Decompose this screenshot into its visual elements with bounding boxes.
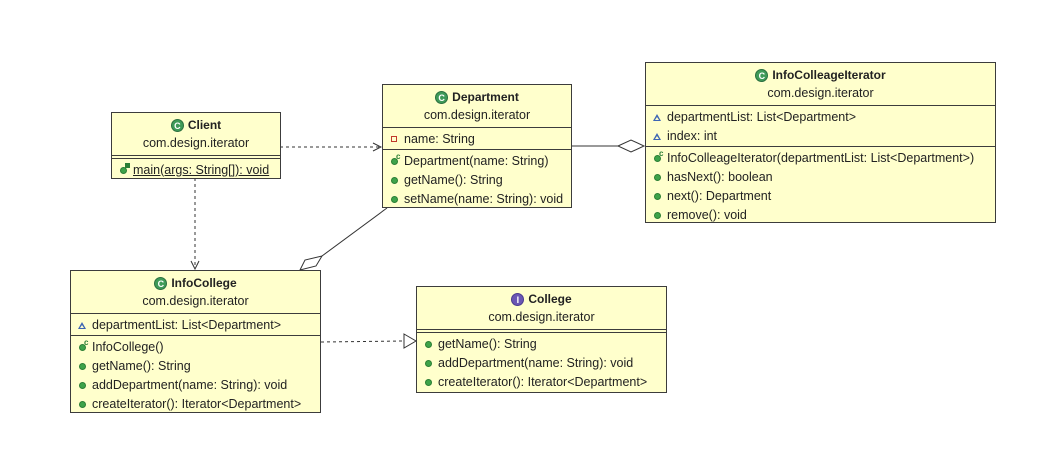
public-method-icon (423, 338, 435, 350)
field-row[interactable]: departmentList: List<Department> (646, 107, 995, 126)
public-static-method-icon (118, 162, 130, 176)
class-icon: C (170, 119, 184, 132)
realization-arrowhead (403, 333, 417, 349)
public-method-icon (423, 376, 435, 388)
fields-section: departmentList: List<Department> index: … (646, 106, 995, 147)
constructor-icon: c (652, 149, 664, 164)
package-field-icon (652, 130, 664, 142)
infocollege-aggregation-diamond (299, 255, 324, 271)
method-row[interactable]: createIterator(): Iterator<Department> (71, 394, 320, 413)
method-row[interactable]: createIterator(): Iterator<Department> (417, 372, 666, 391)
public-method-icon (77, 360, 89, 372)
class-name: InfoColleageIterator (772, 68, 886, 82)
method-row[interactable]: getName(): String (71, 356, 320, 375)
fields-section (417, 330, 666, 333)
iterator-aggregation-diamond (616, 139, 646, 153)
package-name: com.design.iterator (488, 310, 595, 324)
fields-section (112, 156, 280, 159)
class-name: Client (187, 118, 222, 132)
constructor-icon: c (389, 152, 401, 167)
package-field-icon (77, 319, 89, 331)
public-method-icon (652, 171, 664, 183)
package-name: com.design.iterator (142, 294, 249, 308)
method-row[interactable]: next(): Department (646, 186, 995, 205)
public-method-icon (77, 398, 89, 410)
infocollege-department-aggregation-line[interactable] (321, 207, 388, 257)
private-field-icon (389, 133, 401, 145)
fields-section: name: String (383, 128, 571, 150)
public-method-icon (389, 193, 401, 205)
class-name: College (528, 292, 572, 306)
package-name: com.design.iterator (423, 108, 531, 122)
public-method-icon (423, 357, 435, 369)
method-row[interactable]: addDepartment(name: String): void (71, 375, 320, 394)
package-name: com.design.iterator (142, 136, 250, 150)
method-row[interactable]: addDepartment(name: String): void (417, 353, 666, 372)
methods-section: getName(): String addDepartment(name: St… (417, 333, 666, 392)
class-icon: C (435, 91, 449, 104)
field-row[interactable]: index: int (646, 126, 995, 145)
methods-section: main(args: String[]): void (112, 159, 280, 180)
class-name: Department (452, 90, 519, 104)
class-icon: C (755, 69, 769, 82)
method-row[interactable]: getName(): String (417, 334, 666, 353)
field-row[interactable]: departmentList: List<Department> (71, 315, 320, 334)
package-field-icon (652, 111, 664, 123)
interface-icon: I (511, 293, 525, 306)
field-row[interactable]: name: String (383, 129, 571, 148)
class-icon: C (154, 277, 168, 290)
method-row[interactable]: hasNext(): boolean (646, 167, 995, 186)
infocollege-college-realization[interactable] (320, 340, 405, 343)
method-row[interactable]: remove(): void (646, 205, 995, 224)
fields-section: departmentList: List<Department> (71, 314, 320, 336)
method-row[interactable]: getName(): String (383, 170, 571, 189)
constructor-icon: c (77, 338, 89, 353)
public-method-icon (652, 209, 664, 221)
method-row[interactable]: setName(name: String): void (383, 189, 571, 208)
package-name: com.design.iterator (767, 86, 874, 100)
method-row[interactable]: main(args: String[]): void (112, 160, 280, 179)
public-method-icon (389, 174, 401, 186)
public-method-icon (77, 379, 89, 391)
class-name: InfoCollege (171, 276, 237, 290)
public-method-icon (652, 190, 664, 202)
